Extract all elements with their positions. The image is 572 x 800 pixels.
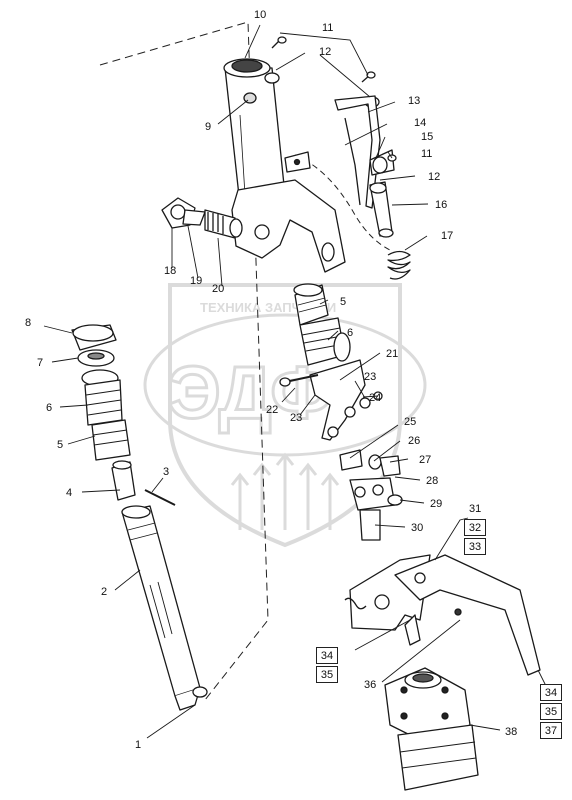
lower-right-bracket [344,554,541,676]
left-shaft-2 [121,505,208,711]
callout-15: 15 [421,131,433,143]
callout-4: 4 [66,487,72,499]
callout-23-left: 23 [290,412,302,424]
boxed-num: 34 [540,684,562,701]
watermark: ТЕХНИКА ЗАПЧАСТИ ЭДФ [143,283,427,548]
dashed-link-right [294,154,391,251]
watermark-oval [143,313,427,457]
center-fittings-25-29 [339,449,403,541]
boxed-num: 32 [464,519,486,536]
leader-lines [43,24,549,739]
callout-24: 24 [369,392,381,404]
item-11-top [271,36,376,83]
center-fitting-5 [293,283,329,326]
callout-1: 1 [135,739,141,751]
callout-19: 19 [190,275,202,287]
column-bracket [231,151,346,273]
boxed-num: 35 [316,666,338,683]
callout-25: 25 [404,416,416,428]
callout-22: 22 [266,404,278,416]
boxed-num: 35 [540,703,562,720]
callout-27: 27 [419,454,431,466]
callout-5-center: 5 [340,296,346,308]
callout-20: 20 [212,283,224,295]
center-fitting-6 [299,317,351,366]
callout-12-right: 12 [428,171,440,183]
callout-30: 30 [411,522,423,534]
callout-9: 9 [205,121,211,133]
callout-11-right: 11 [421,148,432,160]
center-lever-21 [279,359,383,441]
watermark-shield [168,283,402,548]
callout-38: 38 [505,726,517,738]
callout-14: 14 [414,117,426,129]
callout-10: 10 [254,9,266,21]
callout-7: 7 [37,357,43,369]
callout-23-right: 23 [364,371,376,383]
callout-31: 31 [469,503,481,515]
left-stack [71,324,176,506]
boxed-num: 34 [316,647,338,664]
callout-2: 2 [101,586,107,598]
item-16-rod-end [369,181,394,238]
callout-18: 18 [164,265,176,277]
boxed-num: 37 [540,722,562,739]
callout-3: 3 [163,466,169,478]
items-18-19-20 [161,197,243,239]
callout-5-left: 5 [57,439,63,451]
item-13-rod [334,95,381,209]
callout-6-left: 6 [46,402,52,414]
callout-8: 8 [25,317,31,329]
callout-29: 29 [430,498,442,510]
watermark-letters: ЭДФ [168,351,334,434]
callout-17: 17 [441,230,453,242]
callout-16: 16 [435,199,447,211]
callout-26: 26 [408,435,420,447]
item-14-15-clip [369,149,397,176]
watermark-wheat [230,452,340,530]
callout-6-center: 6 [347,327,353,339]
callout-13: 13 [408,95,420,107]
callout-28: 28 [426,475,438,487]
orbital-unit-38 [384,667,479,791]
callout-36: 36 [364,679,376,691]
callout-12-top: 12 [319,46,331,58]
callout-21: 21 [386,348,398,360]
callout-11-top: 11 [322,22,333,34]
callout-labels: 1 2 3 4 5 6 7 8 9 10 11 12 13 14 15 11 1… [25,9,517,751]
item-17-spring [387,250,411,280]
column-tube [223,58,286,206]
boxed-num: 33 [464,538,486,555]
